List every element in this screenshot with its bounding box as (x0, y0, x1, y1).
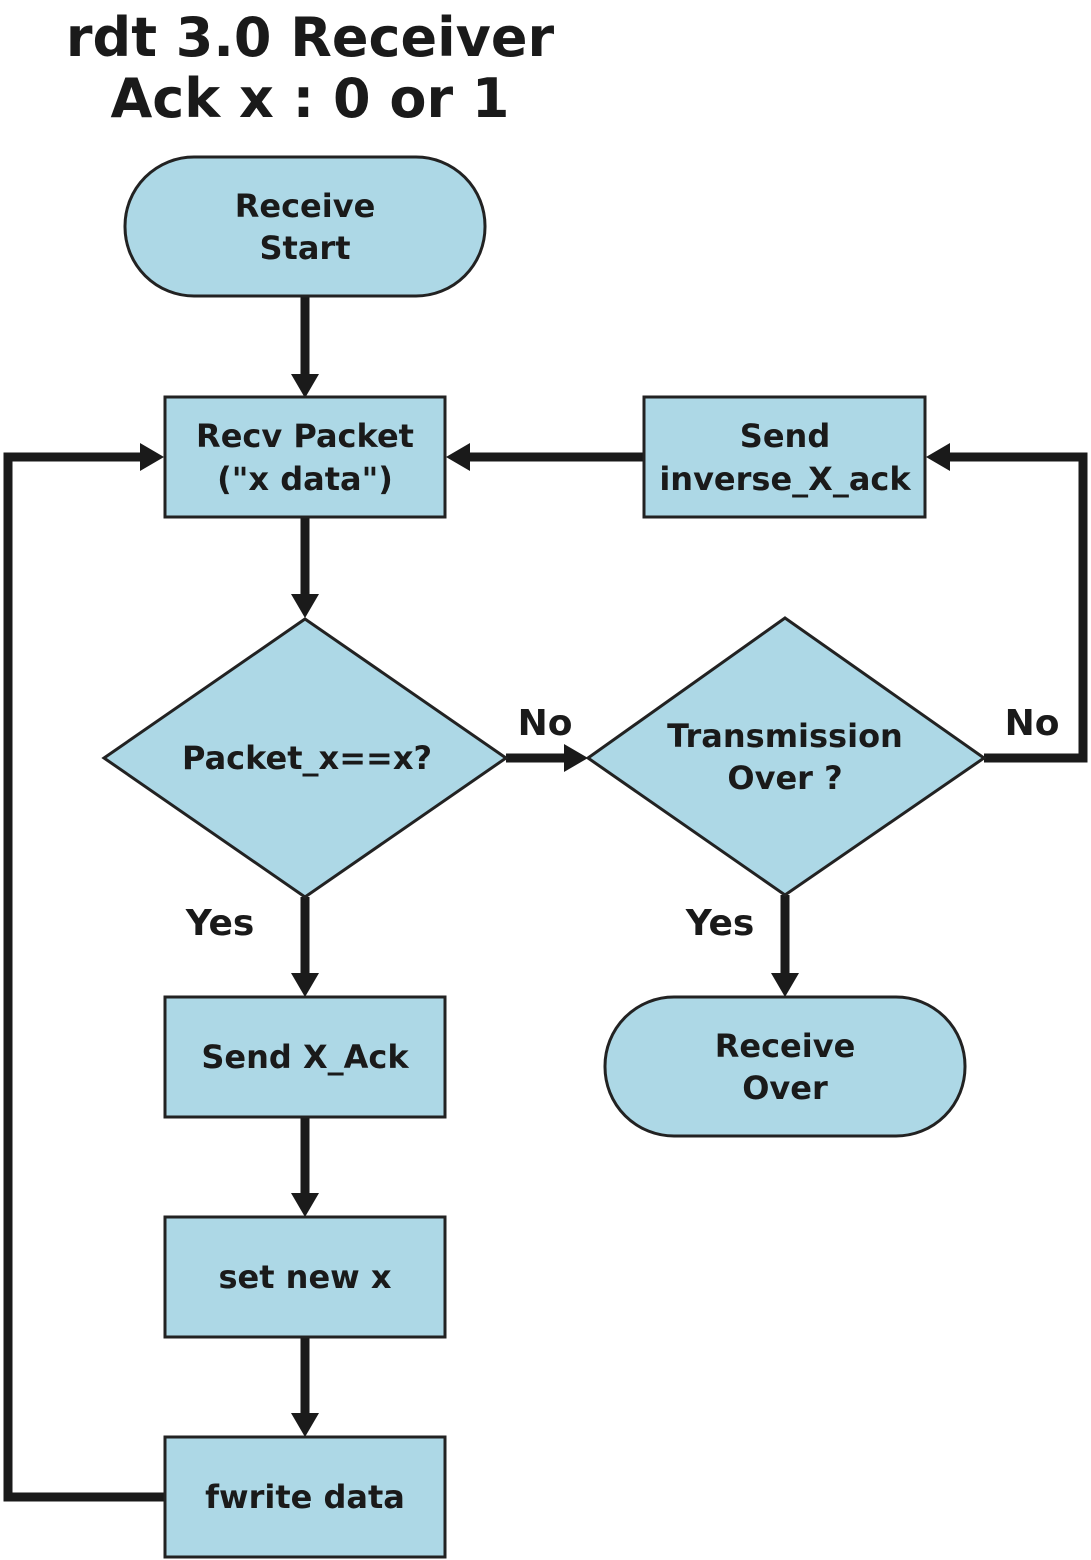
edge-label-no-transmission: No (1005, 703, 1060, 744)
node-recv-packet: Recv Packet ("x data") (163, 395, 447, 519)
edge-fwrite-loop-to-recv (3, 452, 165, 1502)
arrowhead-recv-top (291, 374, 319, 398)
edge-label-no-packet: No (518, 703, 573, 744)
arrowhead-fwrite-top (291, 1413, 319, 1437)
edge-transmission-to-inverse (948, 452, 1088, 763)
diagram-title-line1: rdt 3.0 Receiver (66, 6, 555, 69)
arrowhead-over-top (771, 973, 799, 997)
node-receive-over: Receive Over (603, 995, 967, 1138)
send-inverse-label-line1: Send (740, 417, 830, 455)
arrowhead-setx-top (291, 1193, 319, 1217)
edge-label-yes-packet: Yes (185, 903, 255, 944)
fwrite-data-label: fwrite data (205, 1478, 405, 1516)
recv-packet-label-line2: ("x data") (217, 460, 393, 498)
arrowhead-sendack-top (291, 973, 319, 997)
receive-start-label-line1: Receive (235, 187, 376, 225)
arrowhead-recv-right (446, 443, 470, 471)
receive-over-label-line1: Receive (715, 1027, 856, 1065)
receive-start-label-line2: Start (259, 229, 350, 267)
send-inverse-label-line2: inverse_X_ack (659, 460, 911, 498)
arrowhead-recv-left (140, 443, 164, 471)
transmission-over-label-line1: Transmission (667, 717, 903, 755)
connectors (3, 296, 1088, 1502)
node-receive-start: Receive Start (123, 155, 487, 298)
node-transmission-over: Transmission Over ? (585, 616, 987, 897)
diagram-title-line2: Ack x : 0 or 1 (110, 67, 509, 130)
arrowhead-check-top (291, 594, 319, 618)
node-fwrite-data: fwrite data (163, 1435, 447, 1559)
send-x-ack-label: Send X_Ack (201, 1038, 409, 1076)
arrowhead-transmission-left (564, 744, 588, 772)
node-set-new-x: set new x (163, 1215, 447, 1339)
node-packet-check: Packet_x==x? (101, 617, 509, 899)
transmission-over-label-line2: Over ? (727, 759, 842, 797)
edge-label-yes-transmission: Yes (685, 903, 755, 944)
recv-packet-label-line1: Recv Packet (196, 417, 414, 455)
receive-over-label-line2: Over (742, 1069, 828, 1107)
node-send-x-ack: Send X_Ack (163, 995, 447, 1119)
packet-check-label: Packet_x==x? (182, 739, 432, 777)
set-new-x-label: set new x (218, 1258, 391, 1296)
node-send-inverse-ack: Send inverse_X_ack (642, 395, 927, 519)
arrowhead-inverse-right (926, 443, 950, 471)
